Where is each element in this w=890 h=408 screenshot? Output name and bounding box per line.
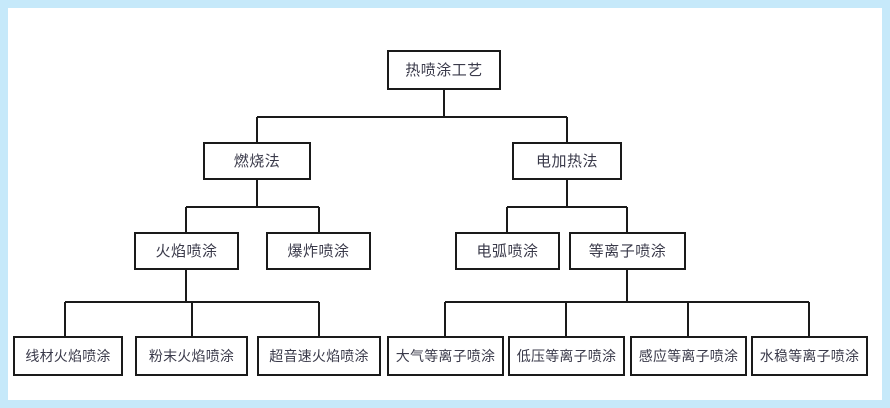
node-water-stabilized-plasma-spray[interactable]: 水稳等离子喷涂: [751, 336, 868, 376]
node-wire-flame-spray[interactable]: 线材火焰喷涂: [13, 336, 123, 376]
node-label: 大气等离子喷涂: [395, 348, 496, 364]
node-label: 水稳等离子喷涂: [759, 348, 860, 364]
diagram-canvas: 热喷涂工艺 燃烧法 电加热法 火焰喷涂 爆炸喷涂 电弧喷涂 等离子喷涂 线材火焰…: [8, 8, 882, 400]
node-powder-flame-spray[interactable]: 粉末火焰喷涂: [135, 336, 248, 376]
node-detonation-spray[interactable]: 爆炸喷涂: [266, 232, 371, 270]
node-combustion-method[interactable]: 燃烧法: [203, 142, 311, 180]
node-label: 热喷涂工艺: [405, 61, 483, 79]
node-label: 感应等离子喷涂: [638, 348, 739, 364]
node-label: 火焰喷涂: [155, 242, 218, 260]
node-arc-spray[interactable]: 电弧喷涂: [455, 232, 560, 270]
node-label: 爆炸喷涂: [287, 242, 350, 260]
node-label: 电加热法: [535, 152, 598, 170]
node-electric-heating-method[interactable]: 电加热法: [512, 142, 622, 180]
node-atmospheric-plasma-spray[interactable]: 大气等离子喷涂: [387, 336, 504, 376]
node-label: 线材火焰喷涂: [25, 348, 111, 364]
node-label: 超音速火焰喷涂: [269, 348, 369, 364]
node-label: 等离子喷涂: [588, 242, 667, 260]
node-hvof-flame-spray[interactable]: 超音速火焰喷涂: [257, 336, 381, 376]
node-label: 低压等离子喷涂: [516, 348, 617, 364]
node-low-pressure-plasma-spray[interactable]: 低压等离子喷涂: [508, 336, 625, 376]
node-thermal-spray-process[interactable]: 热喷涂工艺: [387, 50, 501, 90]
node-induction-plasma-spray[interactable]: 感应等离子喷涂: [630, 336, 747, 376]
node-plasma-spray[interactable]: 等离子喷涂: [569, 232, 686, 270]
node-label: 电弧喷涂: [476, 242, 539, 260]
node-label: 粉末火焰喷涂: [148, 348, 235, 364]
node-label: 燃烧法: [233, 152, 281, 170]
node-flame-spray[interactable]: 火焰喷涂: [134, 232, 239, 270]
